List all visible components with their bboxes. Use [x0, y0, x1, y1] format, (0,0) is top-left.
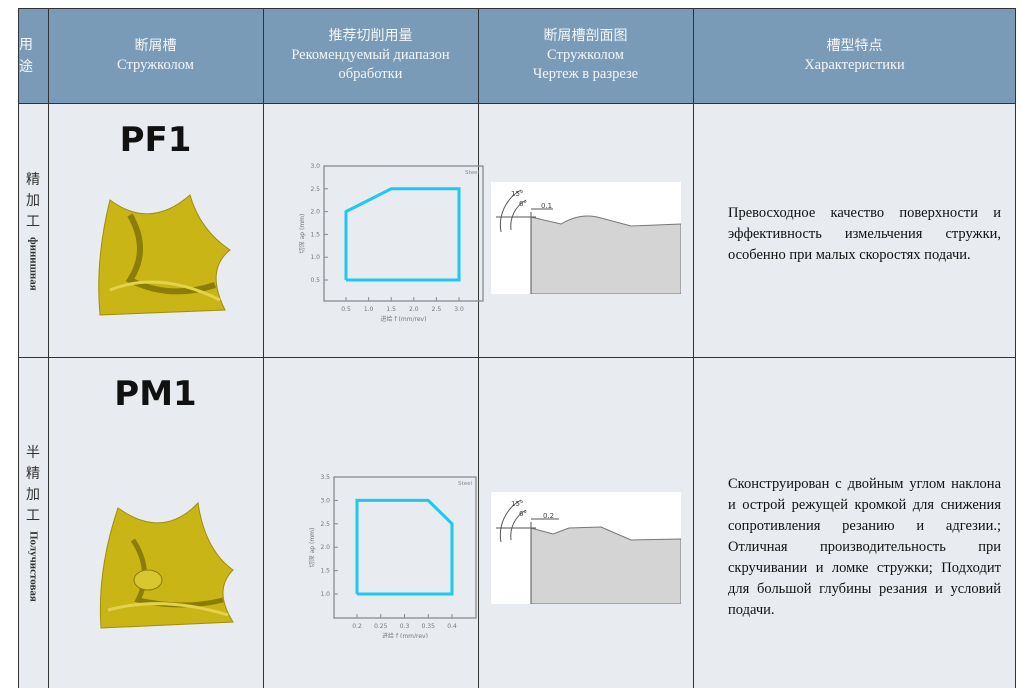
usage-finishing: 精加工 финишная [26, 171, 40, 291]
chart-frame [333, 476, 477, 619]
chipbreaker-code: PM1 [114, 374, 197, 414]
y-tick-label: 1.5 [320, 568, 330, 575]
x-tick-label: 0.35 [422, 623, 436, 630]
y-tick-label: 1.5 [310, 231, 320, 238]
y-tick-label: 2.5 [310, 186, 320, 193]
y-tick-label: 0.5 [310, 277, 320, 284]
x-tick-label: 0.3 [400, 623, 410, 630]
x-tick-label: 2.5 [432, 306, 442, 313]
chart-title: Steel [458, 481, 472, 487]
y-axis-label: 切深 ap (mm) [308, 528, 316, 568]
svg-text:15°: 15° [511, 190, 523, 198]
x-tick-label: 1.5 [386, 306, 396, 313]
groove-profile-pm1: 15° 6° 0.2 [491, 492, 681, 604]
chart-title: Steel [465, 170, 479, 176]
y-tick-label: 1.0 [310, 254, 320, 261]
y-tick-label: 2.0 [310, 209, 320, 216]
svg-text:6°: 6° [519, 200, 527, 208]
x-tick-label: 0.5 [341, 306, 351, 313]
svg-text:0.2: 0.2 [543, 512, 554, 520]
x-tick-label: 0.2 [352, 623, 362, 630]
y-tick-label: 2.5 [320, 521, 330, 528]
y-tick-label: 3.5 [320, 474, 330, 481]
svg-text:6°: 6° [519, 510, 527, 518]
chart-frame [323, 165, 484, 302]
x-tick-label: 0.25 [374, 623, 388, 630]
x-tick-label: 3.0 [454, 306, 464, 313]
y-tick-label: 3.0 [320, 497, 330, 504]
feature-description: Сконструирован с двойным углом наклона и… [728, 476, 1001, 618]
x-tick-label: 1.0 [364, 306, 374, 313]
y-tick-label: 2.0 [320, 544, 330, 551]
range-polygon [344, 187, 461, 282]
x-axis-label: 进给 f (mm/rev) [381, 315, 427, 323]
cutting-range-chart: 0.2 0.25 0.3 0.35 0.4 1.0 1.5 2.0 2.5 3.0 3.5Steel… [308, 474, 477, 638]
x-tick-label: 0.4 [447, 623, 457, 630]
insert-image-pf1 [98, 194, 231, 316]
usage-semi-finishing: 半精加工 Получистовая [26, 444, 40, 602]
chipbreaker-code: PF1 [119, 120, 192, 160]
range-polygon [355, 498, 454, 596]
header-usage: 用途 [18, 8, 48, 103]
groove-profile-pf1: 15° 6° 0.1 [491, 182, 681, 294]
insert-image-pm1 [99, 501, 234, 629]
feature-description: Превосходное качество поверхности и эффе… [728, 205, 1001, 263]
y-axis-label: 切深 ap (mm) [298, 214, 306, 254]
y-tick-label: 1.0 [320, 591, 330, 598]
svg-text:0.1: 0.1 [541, 202, 552, 210]
svg-text:15°: 15° [511, 500, 523, 508]
x-tick-label: 2.0 [409, 306, 419, 313]
x-axis-label: 进给 f (mm/rev) [382, 632, 428, 638]
y-tick-label: 3.0 [310, 163, 320, 170]
